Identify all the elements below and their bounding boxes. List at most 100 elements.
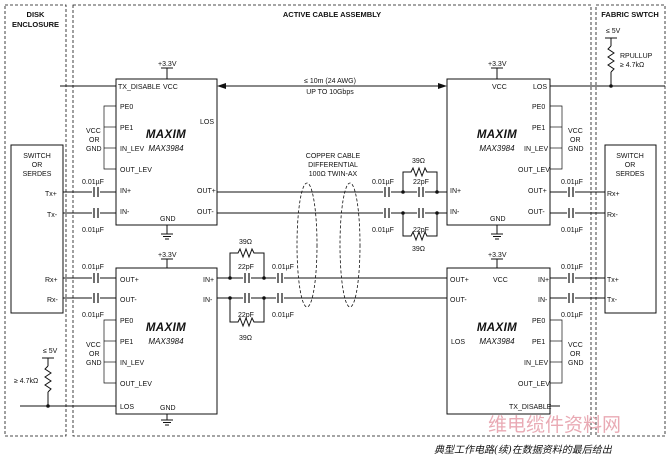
res-label-top-2: 39Ω (412, 246, 425, 253)
bl-pin-inp: IN+ (203, 277, 214, 284)
cable-label-2: DIFFERENTIAL (308, 162, 358, 169)
chip-top-left (115, 78, 218, 226)
distance-label: ≤ 10m (24 AWG) (304, 78, 356, 85)
serdes-left-pin-rxn: Rx- (47, 297, 59, 304)
tr-part-number: MAX3984 (479, 144, 515, 153)
tl-pin-outlev: OUT_LEV (120, 167, 152, 174)
serdes-left-line2: OR (32, 162, 43, 169)
bl-pin-los: LOS (120, 404, 134, 411)
cap-label-bm-n: 0.01µF (272, 312, 294, 319)
twinax-cable-symbol (296, 182, 361, 308)
speed-label: UP TO 10Gbps (306, 89, 354, 96)
tl-config-or: OR (89, 137, 100, 144)
serdes-right-pin-rxn: Rx- (607, 212, 619, 219)
tl-pin-los: LOS (200, 119, 214, 126)
res-label-bot-2: 39Ω (239, 335, 252, 342)
disk-enclosure-title: DISK (27, 10, 46, 19)
supply-ground-stubs (160, 67, 504, 426)
cap-label-tr-p: 0.01µF (372, 179, 394, 186)
config-brackets (103, 105, 563, 384)
serdes-right-line3: SERDES (616, 171, 645, 178)
br-pin-inp: IN+ (538, 277, 549, 284)
tr-pin-outlev: OUT_LEV (518, 167, 550, 174)
tl-pin-txdisable: TX_DISABLE (118, 84, 161, 91)
br-pin-outn: OUT- (450, 297, 467, 304)
tr-supply: +3.3V (488, 61, 507, 68)
pullup-right-supply: ≤ 5V (606, 28, 621, 35)
bl-supply: +3.3V (158, 252, 177, 259)
cable-label-1: COPPER CABLE (306, 153, 361, 160)
tl-supply: +3.3V (158, 61, 177, 68)
cap-label-rs-2: 0.01µF (561, 227, 583, 234)
res-label-bot-1: 39Ω (239, 239, 252, 246)
tr-pin-inp: IN+ (450, 188, 461, 195)
tr-gnd: GND (490, 216, 506, 223)
watermark: 维电缆件资料网 (488, 414, 621, 436)
footer-caption: 典型工作电路(续)在数据资料的最后给出 (434, 444, 613, 456)
br-pin-inn: IN- (538, 297, 548, 304)
active-cable-title: ACTIVE CABLE ASSEMBLY (283, 10, 381, 19)
br-pin-outp: OUT+ (450, 277, 469, 284)
bl-pin-outlev: OUT_LEV (120, 381, 152, 388)
tr-pin-outp: OUT+ (528, 188, 547, 195)
serdes-left-pin-txn: Tx- (47, 212, 58, 219)
serdes-left-pin-txp: Tx+ (45, 191, 57, 198)
cap22-label-bot-1: 22pF (238, 264, 254, 271)
coupling-capacitors (92, 186, 575, 304)
tr-pin-inn: IN- (450, 209, 460, 216)
region-frames (4, 4, 666, 437)
tl-part-number: MAX3984 (148, 144, 184, 153)
tl-config-vcc: VCC (86, 128, 101, 135)
bl-config-vcc: VCC (86, 342, 101, 349)
tr-config-vcc: VCC (568, 128, 583, 135)
cap-label-bm-p: 0.01µF (272, 264, 294, 271)
pullup-right-name: RPULLUP (620, 53, 653, 60)
bl-pin-outp: OUT+ (120, 277, 139, 284)
tl-pin-pe1: PE1 (120, 125, 133, 132)
tr-maxim-logo: MAXIM (477, 129, 517, 141)
bl-maxim-logo: MAXIM (146, 322, 186, 334)
tl-maxim-logo: MAXIM (146, 129, 186, 141)
cap22-label-top-2: 22pF (413, 227, 429, 234)
br-pin-los: LOS (451, 339, 465, 346)
cap-label-rs-3: 0.01µF (561, 264, 583, 271)
serdes-right-pin-rxp: Rx+ (607, 191, 620, 198)
br-part-number: MAX3984 (479, 337, 515, 346)
serdes-right-line1: SWITCH (616, 153, 644, 160)
tl-vcc: VCC (163, 84, 178, 91)
tr-pin-los: LOS (533, 84, 547, 91)
tr-pin-inlev: IN_LEV (524, 146, 548, 153)
cap22-label-top-1: 22pF (413, 179, 429, 186)
rc-network-bottom (228, 247, 266, 328)
fabric-switch-title: FABRIC SWTCH (601, 10, 659, 19)
serdes-right-line2: OR (625, 162, 636, 169)
serdes-left-line3: SERDES (23, 171, 52, 178)
tl-pin-pe0: PE0 (120, 104, 133, 111)
cap-label-bl-n: 0.01µF (82, 312, 104, 319)
br-config-vcc: VCC (568, 342, 583, 349)
br-pin-outlev: OUT_LEV (518, 381, 550, 388)
serdes-left-pin-rxp: Rx+ (45, 277, 58, 284)
tr-pin-outn: OUT- (528, 209, 545, 216)
chip-top-right (446, 78, 551, 226)
bl-part-number: MAX3984 (148, 337, 184, 346)
signal-wires (63, 191, 605, 299)
br-pin-pe0: PE0 (532, 318, 545, 325)
serdes-right-pin-txn: Tx- (607, 297, 618, 304)
br-pin-pe1: PE1 (532, 339, 545, 346)
serdes-left-box (10, 144, 64, 314)
serdes-right-pin-txp: Tx+ (607, 277, 619, 284)
rc-network-top (401, 166, 439, 242)
bl-pin-pe0: PE0 (120, 318, 133, 325)
bl-config-or: OR (89, 351, 100, 358)
tr-config-or: OR (570, 137, 581, 144)
tl-config-gnd: GND (86, 146, 102, 153)
res-label-top-1: 39Ω (412, 158, 425, 165)
br-pin-txdisable: TX_DISABLE (509, 404, 552, 411)
br-supply: +3.3V (488, 252, 507, 259)
tl-pin-outp: OUT+ (197, 188, 216, 195)
tl-pin-inlev: IN_LEV (120, 146, 144, 153)
br-config-gnd: GND (568, 360, 584, 367)
cap-label-rs-1: 0.01µF (561, 179, 583, 186)
